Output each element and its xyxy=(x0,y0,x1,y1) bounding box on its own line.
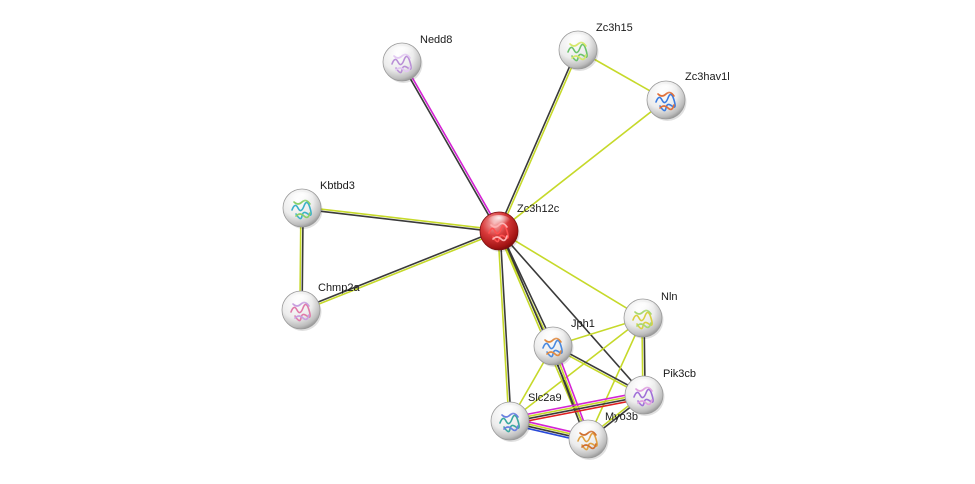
edge-zc3h12c-chmp2a[interactable] xyxy=(299,229,501,312)
evidence-line-black xyxy=(497,48,578,232)
node-shine xyxy=(289,294,313,308)
node-shine xyxy=(632,379,656,393)
evidence-line-yellow xyxy=(497,230,510,422)
edge-zc3h12c-zc3hav1l[interactable] xyxy=(498,99,667,232)
node-shine xyxy=(576,423,600,437)
node-label-jph1: Jph1 xyxy=(571,318,595,330)
node-shine xyxy=(498,405,522,419)
evidence-line-black xyxy=(299,229,500,310)
node-shine xyxy=(541,330,565,344)
node-pik3cb[interactable]: Pik3cb xyxy=(624,368,696,416)
evidence-line-yellow xyxy=(509,317,644,422)
node-shine xyxy=(654,84,678,98)
node-label-zc3h12c: Zc3h12c xyxy=(517,203,560,215)
node-slc2a9[interactable]: Slc2a9 xyxy=(490,392,562,442)
node-nln[interactable]: Nln xyxy=(623,291,678,339)
evidence-line-magenta xyxy=(508,390,645,419)
edge-nln-slc2a9[interactable] xyxy=(509,317,644,422)
node-nedd8[interactable]: Nedd8 xyxy=(382,34,452,83)
node-shine xyxy=(390,46,414,60)
node-shine xyxy=(487,215,511,229)
edge-zc3h12c-pik3cb[interactable] xyxy=(498,230,645,396)
node-label-chmp2a: Chmp2a xyxy=(318,282,360,294)
node-label-nln: Nln xyxy=(661,291,678,303)
node-label-pik3cb: Pik3cb xyxy=(663,368,696,380)
evidence-line-black xyxy=(301,208,500,233)
edge-zc3h12c-nedd8[interactable] xyxy=(400,60,501,233)
protein-ribbon xyxy=(632,311,653,330)
node-label-zc3h15: Zc3h15 xyxy=(596,22,633,34)
protein-ribbon xyxy=(577,432,598,451)
node-shine xyxy=(290,192,314,206)
edges-layer xyxy=(299,48,667,444)
protein-ribbon xyxy=(655,93,676,112)
evidence-line-yellow xyxy=(499,49,580,233)
evidence-line-yellow xyxy=(301,206,500,231)
node-label-slc2a9: Slc2a9 xyxy=(528,392,562,404)
node-zc3hav1l[interactable]: Zc3hav1l xyxy=(646,71,730,121)
protein-ribbon xyxy=(633,388,654,407)
node-zc3h12c[interactable]: Zc3h12c xyxy=(479,203,560,252)
edge-zc3h12c-slc2a9[interactable] xyxy=(497,230,512,422)
node-jph1[interactable]: Jph1 xyxy=(533,318,595,367)
evidence-line-yellow xyxy=(498,230,644,319)
evidence-line-yellow xyxy=(508,393,645,421)
protein-ribbon xyxy=(291,201,312,220)
protein-ribbon xyxy=(567,43,588,62)
protein-ribbon xyxy=(499,414,520,433)
evidence-line-yellow xyxy=(300,231,501,312)
evidence-line-black xyxy=(498,230,645,396)
node-chmp2a[interactable]: Chmp2a xyxy=(281,282,360,331)
edge-pik3cb-slc2a9[interactable] xyxy=(508,390,646,426)
node-shine xyxy=(631,302,655,316)
evidence-line-black xyxy=(499,230,512,422)
evidence-line-magenta xyxy=(402,60,501,232)
node-shine xyxy=(566,34,590,48)
nodes-layer: Zc3h12c Nedd8 Zc3h15Zc3hav1lKbtbd3Chmp2aNl… xyxy=(281,22,730,460)
protein-ribbon xyxy=(391,55,412,74)
evidence-line-black xyxy=(509,395,646,423)
edge-zc3h12c-kbtbd3[interactable] xyxy=(301,206,500,233)
node-label-zc3hav1l: Zc3hav1l xyxy=(685,71,730,83)
node-myo3b[interactable]: Myo3b xyxy=(568,411,638,460)
protein-ribbon xyxy=(488,224,509,243)
node-label-nedd8: Nedd8 xyxy=(420,34,452,46)
node-zc3h15[interactable]: Zc3h15 xyxy=(558,22,633,71)
evidence-line-red xyxy=(509,397,646,426)
edge-zc3h12c-zc3h15[interactable] xyxy=(497,48,580,233)
node-label-myo3b: Myo3b xyxy=(605,411,638,423)
edge-zc3h12c-nln[interactable] xyxy=(498,230,644,319)
node-label-kbtbd3: Kbtbd3 xyxy=(320,180,355,192)
evidence-line-yellow xyxy=(498,99,667,232)
node-kbtbd3[interactable]: Kbtbd3 xyxy=(282,180,355,229)
protein-ribbon xyxy=(542,339,563,358)
evidence-line-black xyxy=(400,61,499,233)
protein-ribbon xyxy=(290,303,311,322)
